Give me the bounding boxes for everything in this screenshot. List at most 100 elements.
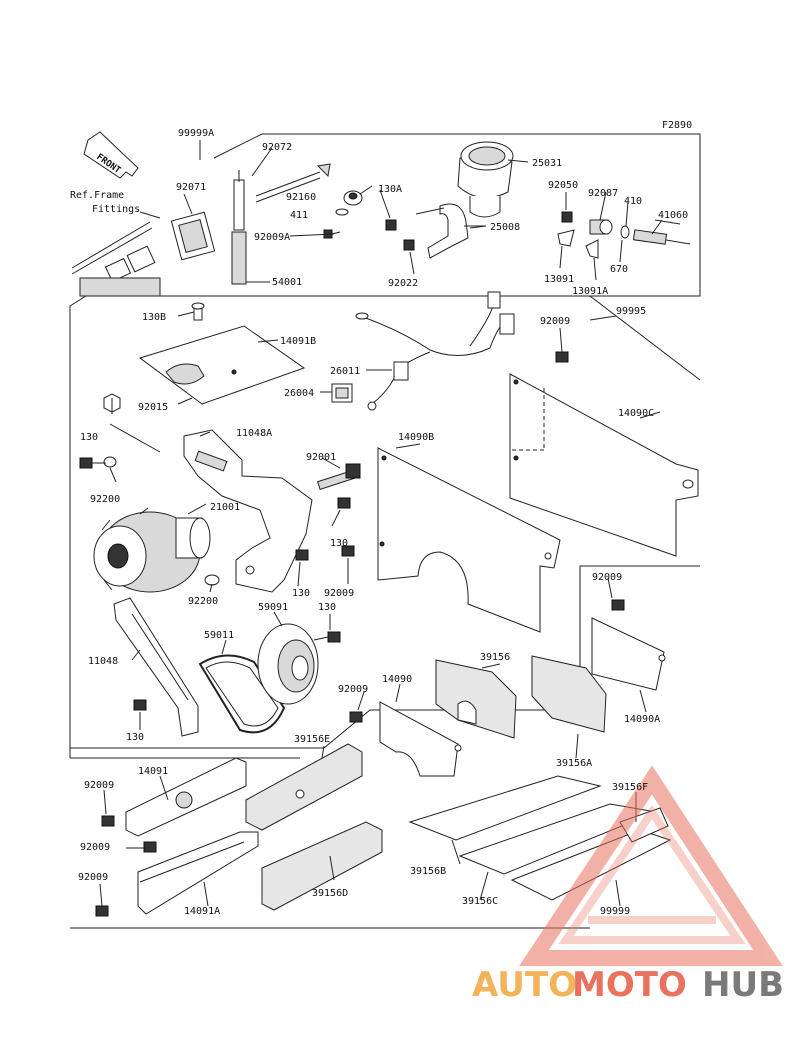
watermark-logo — [519, 765, 783, 966]
label-92200-a: 92200 — [90, 494, 120, 505]
label-92009-g: 92009 — [78, 872, 108, 883]
alternator-21001 — [93, 507, 211, 593]
nut-92050 — [557, 211, 575, 247]
label-92009-b: 92009 — [324, 588, 354, 599]
label-130-d: 130 — [318, 602, 336, 613]
fitting-92087 — [585, 219, 613, 259]
label-92009A: 92009A — [254, 232, 290, 243]
label-92022: 92022 — [388, 278, 418, 289]
grommet-92071 — [170, 211, 216, 261]
label-39156F: 39156F — [612, 782, 648, 793]
label-26011: 26011 — [330, 366, 360, 377]
label-92050: 92050 — [548, 180, 578, 191]
label-92160: 92160 — [286, 192, 316, 203]
label-39156E: 39156E — [294, 734, 330, 745]
label-92009-e: 92009 — [84, 780, 114, 791]
label-92087: 92087 — [588, 188, 618, 199]
label-92009-a: 92009 — [540, 316, 570, 327]
foam-39156B — [408, 775, 602, 841]
label-26004: 26004 — [284, 388, 314, 399]
label-39156: 39156 — [480, 652, 510, 663]
watermark-wordmark: AUTO MOTO HUB — [472, 965, 784, 1005]
figure-code: F2890 — [662, 120, 692, 131]
bracket-25008 — [385, 203, 487, 259]
connector-26004 — [331, 383, 353, 403]
watermark-auto: AUTO — [472, 965, 577, 1005]
panel-14090C — [509, 351, 699, 557]
belt-59011 — [198, 654, 286, 734]
label-25031: 25031 — [532, 158, 562, 169]
bolts-130 — [79, 457, 351, 711]
label-92072: 92072 — [262, 142, 292, 153]
plate-14091A — [95, 831, 259, 917]
part-labels: 99999A 92072 92071 92160 130A 411 92009A… — [78, 128, 688, 917]
label-39156C: 39156C — [462, 896, 498, 907]
label-14091: 14091 — [138, 766, 168, 777]
label-130A: 130A — [378, 184, 402, 195]
label-14090: 14090 — [382, 674, 412, 685]
label-130-b: 130 — [330, 538, 348, 549]
label-130-e: 130 — [126, 732, 144, 743]
label-59011: 59011 — [204, 630, 234, 641]
label-11048: 11048 — [88, 656, 118, 667]
foam-39156D — [261, 821, 383, 911]
label-99995: 99995 — [616, 306, 646, 317]
plate-14091B — [138, 302, 306, 405]
wire-harness-26011 — [355, 291, 515, 411]
label-13091: 13091 — [544, 274, 574, 285]
label-92009-c: 92009 — [338, 684, 368, 695]
label-411: 411 — [290, 210, 308, 221]
label-14091A: 14091A — [184, 906, 220, 917]
label-92071: 92071 — [176, 182, 206, 193]
label-92015: 92015 — [138, 402, 168, 413]
label-39156D: 39156D — [312, 888, 348, 899]
label-21001: 21001 — [210, 502, 240, 513]
foam-39156 — [435, 659, 517, 739]
label-670: 670 — [610, 264, 628, 275]
ref-frame-fittings — [71, 211, 161, 297]
front-arrow: FRONT — [83, 131, 139, 179]
panel-14090B — [377, 447, 561, 633]
label-54001: 54001 — [272, 277, 302, 288]
label-130-c: 130 — [292, 588, 310, 599]
label-14090B: 14090B — [398, 432, 434, 443]
foam-39156E — [245, 743, 363, 831]
washer-410 — [620, 225, 630, 239]
label-92001: 92001 — [306, 452, 336, 463]
label-130B: 130B — [142, 312, 166, 323]
pulley-59091 — [257, 623, 319, 705]
ref-note-line1: Ref.Frame — [70, 190, 124, 201]
label-92200-b: 92200 — [188, 596, 218, 607]
bolt-92009-b — [341, 545, 355, 557]
label-410: 410 — [624, 196, 642, 207]
meter-25031 — [457, 141, 514, 218]
bolt-92001 — [317, 463, 361, 490]
label-92009-d: 92009 — [592, 572, 622, 583]
watermark-moto: MOTO — [572, 965, 687, 1005]
sensor-41060 — [632, 219, 691, 245]
plate-14091 — [101, 757, 247, 837]
leader-lines — [99, 140, 663, 907]
foam-39156A — [531, 655, 607, 733]
label-59091: 59091 — [258, 602, 288, 613]
watermark-hub: HUB — [702, 965, 784, 1005]
bracket-11048A — [183, 429, 313, 593]
label-14090A: 14090A — [624, 714, 660, 725]
label-14090C: 14090C — [618, 408, 654, 419]
label-99999: 99999 — [600, 906, 630, 917]
label-130-a: 130 — [80, 432, 98, 443]
nut-92160 — [335, 185, 373, 216]
label-99999A: 99999A — [178, 128, 214, 139]
speedo-cable-54001 — [231, 163, 331, 285]
label-39156B: 39156B — [410, 866, 446, 877]
label-25008: 25008 — [490, 222, 520, 233]
label-14091B: 14091B — [280, 336, 316, 347]
panel-14090A — [591, 599, 666, 691]
label-41060: 41060 — [658, 210, 688, 221]
label-92009-f: 92009 — [80, 842, 110, 853]
label-11048A: 11048A — [236, 428, 272, 439]
ref-note-line2: Fittings — [92, 204, 140, 215]
panel-14090 — [349, 701, 462, 777]
